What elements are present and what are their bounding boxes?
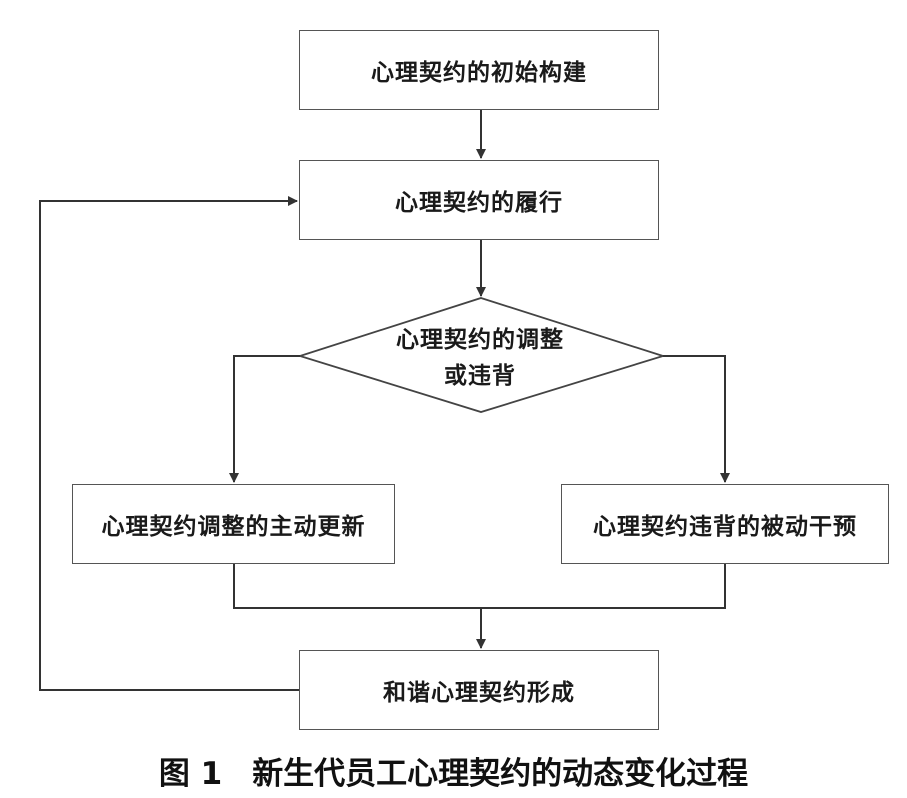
node-active-update-label: 心理契约调整的主动更新 — [101, 514, 366, 540]
node-initial-construction: 心理契约的初始构建 — [299, 30, 659, 110]
figure-title: 新生代员工心理契约的动态变化过程 — [252, 756, 749, 792]
arrow-decision-to-passive — [663, 355, 730, 483]
figure-caption: 图 1 新生代员工心理契约的动态变化过程 — [0, 748, 907, 793]
node-harmonious-result-label: 和谐心理契约形成 — [383, 680, 575, 706]
node-active-update: 心理契约调整的主动更新 — [72, 484, 395, 564]
arrow-feedback-loop — [39, 196, 299, 691]
decision-label-line2: 或违背 — [444, 363, 516, 389]
node-initial-construction-label: 心理契约的初始构建 — [371, 60, 587, 86]
decision-diamond — [297, 297, 667, 413]
node-passive-intervention-label: 心理契约违背的被动干预 — [593, 514, 857, 540]
decision-label: 心理契约的调整 或违背 — [360, 322, 600, 394]
figure-number: 图 1 — [158, 756, 223, 792]
node-performance-label: 心理契约的履行 — [395, 190, 563, 216]
node-passive-intervention: 心理契约违背的被动干预 — [561, 484, 889, 564]
merge-line — [233, 564, 726, 609]
node-harmonious-result: 和谐心理契约形成 — [299, 650, 659, 730]
decision-label-line1: 心理契约的调整 — [396, 327, 564, 353]
arrow-decision-to-active — [229, 355, 300, 483]
node-performance: 心理契约的履行 — [299, 160, 659, 240]
